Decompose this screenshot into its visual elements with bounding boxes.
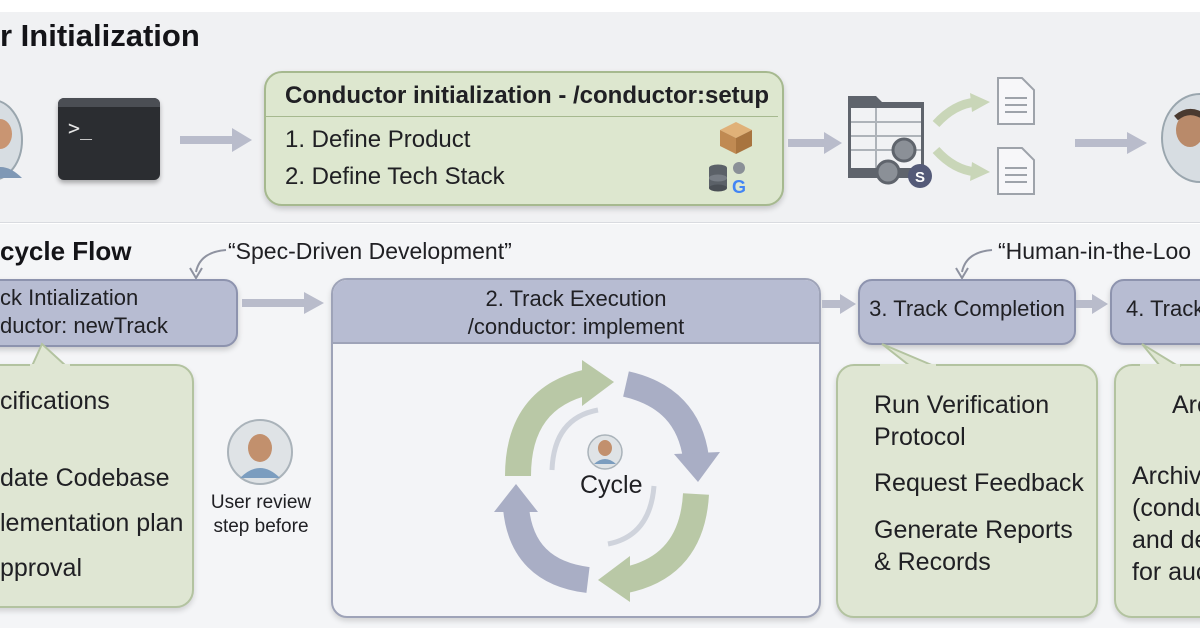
user-review-avatar-icon: [227, 419, 293, 485]
update-codebase-item: date Codebase: [0, 464, 170, 492]
request-feedback-item: Request Feedback: [874, 469, 1084, 497]
arrow-icon: [1075, 132, 1147, 154]
records-item: & Records: [874, 548, 991, 576]
track-archive-label: 4. Track: [1126, 296, 1200, 321]
specifications-item: cifications: [0, 387, 110, 415]
callout-arrow-icon: [955, 249, 993, 280]
track-execution-header: [333, 280, 819, 344]
arrow-icon: [788, 132, 842, 154]
user-review-sublabel: step before: [213, 516, 309, 537]
track-init-label: ck Intialization: [0, 285, 139, 310]
archive-delete-item: and de: [1132, 526, 1200, 554]
implementation-plan-item: lementation plan: [0, 509, 184, 537]
archive-panel: [1114, 364, 1200, 618]
protocol-item: Protocol: [874, 423, 966, 451]
user-avatar-icon: [1161, 93, 1200, 183]
define-tech-stack-step: 2. Define Tech Stack: [285, 163, 505, 190]
callout-pointer: [880, 343, 936, 370]
user-review-label: User review: [210, 492, 312, 513]
folder-gears-icon: S: [848, 96, 932, 188]
document-icon: [997, 147, 1035, 195]
conductor-init-title: Conductor initialization - /conductor:se…: [285, 82, 769, 109]
cycle-arrows-icon: [494, 360, 720, 602]
divider: [266, 116, 778, 117]
package-icon: [720, 122, 752, 154]
arrow-icon: [822, 294, 856, 314]
human-in-the-loop-quote: “Human-in-the-Loo: [998, 238, 1192, 264]
arrow-icon: [1076, 294, 1108, 314]
svg-text:G: G: [732, 177, 746, 197]
document-icon: [997, 77, 1035, 125]
track-execution-title: 2. Track Execution: [485, 286, 667, 311]
run-verification-item: Run Verification: [874, 391, 1050, 419]
track-execution-command: /conductor: implement: [467, 314, 685, 339]
terminal-icon: >_: [58, 98, 160, 180]
arrow-icon: [180, 128, 252, 152]
split-arrows-icon: [932, 93, 990, 181]
archive-audit-item: for auc: [1132, 558, 1200, 586]
specifications-panel: [0, 364, 194, 608]
database-gear-icon: G: [709, 162, 746, 197]
initialization-title: r Initialization: [0, 18, 200, 53]
arrow-icon: [242, 292, 324, 314]
track-initialization-box: [0, 279, 238, 347]
define-product-step: 1. Define Product: [285, 126, 471, 153]
approval-item: pproval: [0, 554, 82, 582]
track-completion-label: 3. Track Completion: [869, 296, 1065, 321]
spec-driven-quote: “Spec-Driven Development”: [228, 238, 512, 264]
track-archive-box: [1110, 279, 1200, 345]
lifecycle-title: cycle Flow: [0, 236, 132, 266]
callout-arrow-icon: [189, 249, 227, 280]
track-init-command: ductor: newTrack: [0, 313, 168, 338]
track-execution-panel: [331, 278, 821, 618]
cycle-label: Cycle: [580, 471, 643, 499]
archive-heading: Arc: [1172, 391, 1200, 419]
user-avatar-icon: [0, 100, 23, 180]
archive-item: Archiv: [1132, 462, 1200, 490]
completion-panel: [836, 364, 1098, 618]
conductor-init-box: [264, 71, 784, 206]
callout-pointer: [30, 342, 70, 370]
generate-reports-item: Generate Reports: [874, 516, 1073, 544]
callout-pointer: [1140, 343, 1182, 370]
svg-text:S: S: [915, 169, 925, 186]
archive-command-item: (condu: [1132, 494, 1200, 522]
track-completion-box: [858, 279, 1076, 345]
